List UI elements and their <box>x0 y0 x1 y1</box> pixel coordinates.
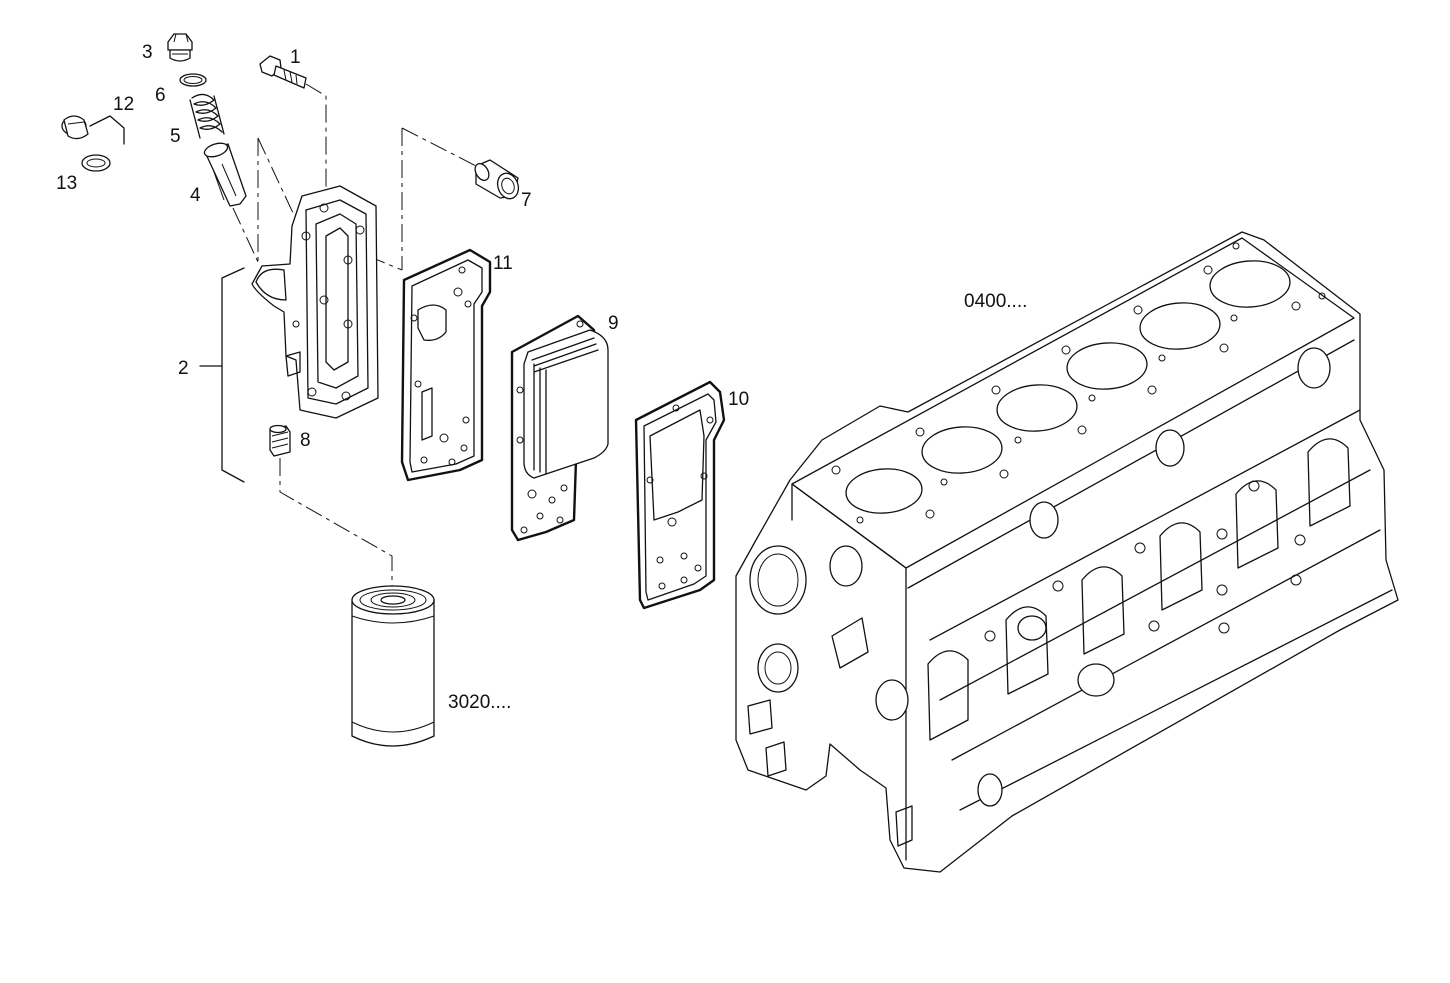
callout-4: 4 <box>190 185 201 206</box>
oil-filter-cartridge <box>351 585 435 747</box>
sleeve-part-4 <box>203 142 247 207</box>
plug-part-12 <box>61 115 89 140</box>
callout-1: 1 <box>290 47 301 68</box>
callout-12: 12 <box>113 94 134 115</box>
callout-labels: 1 2 3 4 5 6 7 8 9 10 11 12 13 3020.... 0… <box>56 42 1027 713</box>
fitting-part-8 <box>269 424 291 457</box>
oil-cooler-part-9 <box>510 314 609 542</box>
filter-support-part-2 <box>251 185 379 419</box>
bushing-part-7 <box>474 159 520 200</box>
washer-part-13 <box>81 154 111 172</box>
gasket-part-10 <box>634 380 726 610</box>
plug-part-3 <box>167 33 193 62</box>
deck-holes <box>831 242 1326 524</box>
gasket-part-11 <box>400 248 492 482</box>
spring-part-5 <box>189 93 225 139</box>
callout-2: 2 <box>178 358 189 379</box>
callout-11: 11 <box>493 253 513 274</box>
callout-3: 3 <box>142 42 153 63</box>
bracket-part-2 <box>221 267 245 483</box>
bolt-part-1 <box>259 55 307 89</box>
callout-filter-ref: 3020.... <box>448 692 511 713</box>
callout-10: 10 <box>728 389 749 410</box>
callout-8: 8 <box>300 430 311 451</box>
callout-13: 13 <box>56 173 77 194</box>
oring-part-6 <box>179 73 207 87</box>
engine-block <box>735 231 1399 873</box>
callout-5: 5 <box>170 126 181 147</box>
callout-block-ref: 0400.... <box>964 291 1027 312</box>
callout-6: 6 <box>155 85 166 106</box>
callout-9: 9 <box>608 313 619 334</box>
callout-7: 7 <box>521 190 532 211</box>
leader-12 <box>89 115 125 145</box>
